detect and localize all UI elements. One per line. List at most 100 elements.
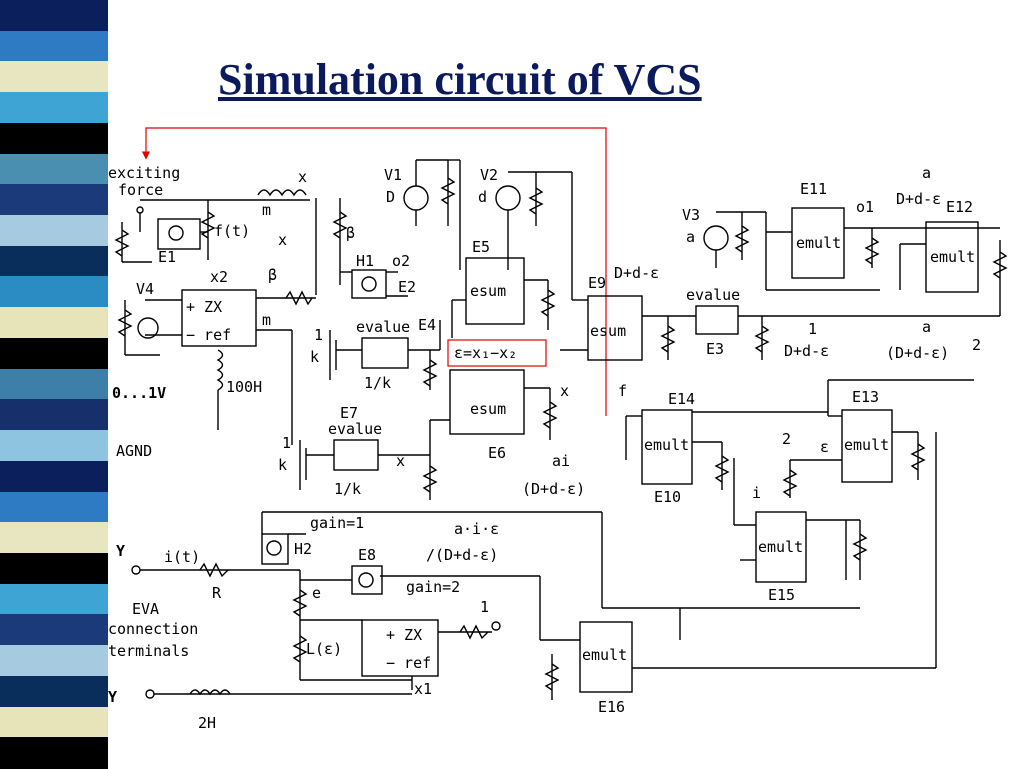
stripe-segment (0, 737, 108, 769)
label-e2: E2 (398, 278, 416, 296)
decorative-stripe (0, 0, 108, 769)
stripe-segment (0, 399, 108, 432)
label-h2-ind: 2H (198, 714, 216, 732)
label-h2: H2 (294, 540, 312, 558)
stripe-segment (0, 276, 108, 309)
label-le: L(ε) (306, 640, 342, 658)
stripe-segment (0, 30, 108, 63)
label-inv-dde-den: D+d-ε (784, 342, 829, 360)
label-two: 2 (782, 430, 791, 448)
label-i2: i (752, 484, 761, 502)
label-d-small: d (478, 188, 487, 206)
label-beta2: β (268, 266, 277, 284)
label-x2: x (396, 452, 405, 470)
stripe-segment (0, 583, 108, 616)
stripe-segment (0, 675, 108, 708)
label-dde-sq: (D+d-ε) (886, 344, 949, 362)
label-y1: Y (116, 542, 125, 560)
label-inv-k2: 1/k (334, 480, 361, 498)
label-evalue-e3: evalue (686, 286, 740, 304)
label-v2: V2 (480, 166, 498, 184)
label-emult-e15: emult (758, 538, 803, 556)
label-e12: E12 (946, 198, 973, 216)
stripe-segment (0, 184, 108, 217)
label-x1-e6: x (560, 382, 569, 400)
label-range: 0...1V (112, 384, 166, 402)
label-ai2-den: (D+d-ε) (522, 480, 585, 498)
label-a2-num: a (922, 318, 931, 336)
label-inv-k1: 1/k (364, 374, 391, 392)
label-esum-e5: esum (470, 282, 506, 300)
label-emult-e16: emult (582, 646, 627, 664)
label-k2: k (278, 456, 287, 474)
label-rc: R (212, 584, 222, 602)
label-e3: E3 (706, 340, 724, 358)
label-eva3: terminals (108, 642, 189, 660)
label-e11: E11 (800, 180, 827, 198)
label-one-src: 1 (480, 598, 489, 616)
label-x1-block: x1 (414, 680, 432, 698)
label-e13: E13 (852, 388, 879, 406)
stripe-segment (0, 706, 108, 739)
label-v4: V4 (136, 280, 154, 298)
label-agnd: AGND (116, 442, 152, 460)
label-o1: o1 (856, 198, 874, 216)
label-gain2: gain=2 (406, 578, 460, 596)
label-e4: E4 (418, 316, 436, 334)
label-e10: E10 (654, 488, 681, 506)
label-eps-eq: ε=x₁−x₂ (454, 344, 517, 362)
label-esum-e6: esum (470, 400, 506, 418)
stripe-segment (0, 61, 108, 94)
stripe-segment (0, 215, 108, 247)
label-sq: 2 (972, 336, 981, 354)
stripe-segment (0, 460, 108, 493)
label-gain1: gain=1 (310, 514, 364, 532)
stripe-segment (0, 337, 108, 370)
label-e14: E14 (668, 390, 695, 408)
label-eva1: EVA (132, 600, 159, 618)
label-aie-num: a·i·ε (454, 520, 499, 538)
label-k1: k (310, 348, 319, 366)
label-e7: E7 (340, 404, 358, 422)
label-eva2: connection (108, 620, 198, 638)
label-beta1: β (346, 224, 355, 242)
label-one-k2: 1 (282, 434, 291, 452)
label-a-over-num: a (922, 164, 931, 182)
label-emult-e13: emult (844, 436, 889, 454)
label-evalue-e4: evalue (356, 318, 410, 336)
label-exciting: exciting (108, 164, 180, 182)
label-y2: Y (108, 688, 117, 706)
stripe-segment (0, 245, 108, 278)
stripe-segment (0, 430, 108, 462)
label-v1: V1 (384, 166, 402, 184)
stripe-segment (0, 307, 108, 339)
label-aie-den: /(D+d-ε) (426, 546, 498, 564)
label-l100: 100H (226, 378, 262, 396)
label-e6: E6 (488, 444, 506, 462)
stripe-segment (0, 0, 108, 32)
label-o2: o2 (392, 252, 410, 270)
label-a-over-den: D+d-ε (896, 190, 941, 208)
stripe-segment (0, 522, 108, 554)
label-ft-src: f(t) (214, 222, 250, 240)
label-ft: f (618, 382, 627, 400)
label-one-k1: 1 (314, 326, 323, 344)
label-zx: + ZX (186, 298, 222, 316)
label-et: e (312, 584, 321, 602)
label-it: i(t) (164, 548, 200, 566)
label-a: a (686, 228, 695, 246)
label-e16: E16 (598, 698, 625, 716)
label-inv-dde-num: 1 (808, 320, 817, 338)
label-m2: m (262, 311, 271, 329)
label-h1: H1 (356, 252, 374, 270)
label-x2-block: x2 (210, 268, 228, 286)
label-ai2-num: ai (552, 452, 570, 470)
label-v3: V3 (682, 206, 700, 224)
stripe-segment (0, 368, 108, 401)
stripe-segment (0, 614, 108, 647)
label-e1: E1 (158, 248, 176, 266)
label-epsdot: ε (820, 438, 829, 456)
label-e15: E15 (768, 586, 795, 604)
label-dde: D+d-ε (614, 264, 659, 282)
label-esum-e9: esum (590, 322, 626, 340)
